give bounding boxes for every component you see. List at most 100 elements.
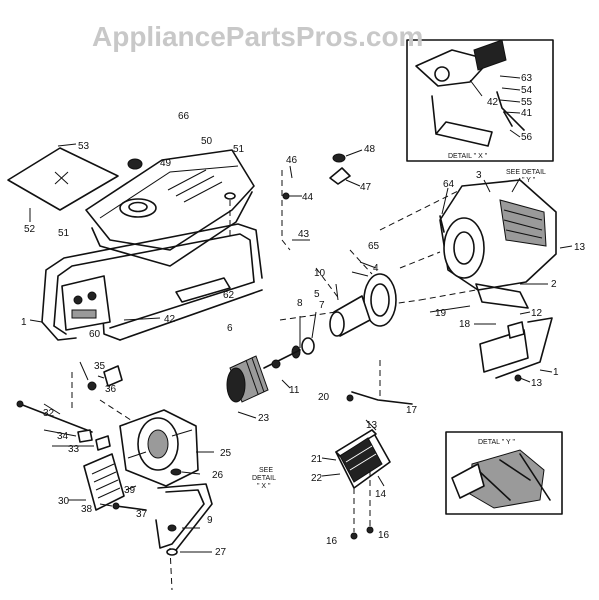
part-label-14: 14	[375, 489, 387, 500]
part-12-clip	[507, 321, 525, 339]
part-label-51-top: 51	[233, 144, 245, 155]
part-11-bolt	[263, 349, 301, 369]
engine-dashes	[379, 251, 477, 400]
fuel-tank-lower	[91, 191, 253, 267]
part-label-13-mount: 13	[531, 378, 543, 389]
end-cover-body	[83, 453, 125, 511]
fuel-hardware-leaders	[288, 149, 363, 241]
control-panel-breaker	[71, 309, 97, 319]
part-label-17: 17	[406, 405, 418, 416]
fuel-hardware	[281, 149, 363, 251]
control-panel-sheet	[7, 143, 119, 222]
part-5-end	[329, 311, 345, 337]
frame-top-rail	[41, 223, 263, 323]
part-label-25: 25	[220, 448, 232, 459]
end-bell	[16, 361, 214, 487]
part-label-33: 33	[68, 444, 80, 455]
part-label-13-harness: 13	[366, 420, 378, 431]
part-32-head	[16, 400, 24, 408]
detail-y-engine-part	[469, 449, 545, 509]
part-label-43: 43	[298, 229, 310, 240]
part-4-inner	[370, 283, 390, 317]
part-label-64: 64	[443, 179, 455, 190]
leader-53	[57, 143, 77, 147]
part-label-47: 47	[360, 182, 372, 193]
panel-sheet-mark	[54, 171, 69, 185]
part-label-50: 50	[201, 136, 213, 147]
part-label-39: 39	[124, 485, 136, 496]
detail-y-caption: DETAL " Y "	[478, 439, 516, 446]
engine-fins	[503, 209, 543, 239]
watermark: AppliancePartsPros.com	[92, 21, 423, 52]
detail-y-frame	[445, 431, 563, 515]
part-36-clip	[103, 365, 123, 387]
part-33-plate	[95, 435, 111, 451]
part-label-51-left: 51	[58, 228, 70, 239]
engine-flywheel-hub	[453, 231, 475, 265]
part-label-34: 34	[57, 431, 69, 442]
part-label-53: 53	[78, 141, 90, 152]
fuel-cap-inner	[128, 201, 148, 213]
handle-dash	[169, 547, 173, 591]
part-label-7: 7	[319, 300, 325, 311]
part-16a-screw	[350, 532, 358, 540]
part-label-44: 44	[302, 192, 314, 203]
part-label-21: 21	[311, 454, 323, 465]
control-panel-outlet-2	[87, 291, 97, 301]
see-detail-y-line2: " Y "	[522, 177, 536, 184]
part-label-5: 5	[314, 289, 320, 300]
part-label-6: 6	[227, 323, 233, 334]
part-label-27: 27	[215, 547, 227, 558]
part-label-48: 48	[364, 144, 376, 155]
part-label-55: 55	[521, 97, 533, 108]
part-label-38: 38	[81, 504, 93, 515]
detail-x-fuel-tank-corner	[415, 49, 491, 87]
end-cover-louvers	[91, 463, 121, 499]
part-32-bolt	[19, 403, 93, 433]
part-35-grommet	[87, 381, 97, 391]
mount-leaders	[519, 369, 553, 383]
leader-13a	[365, 419, 377, 431]
part-label-22: 22	[311, 473, 323, 484]
part-label-1-left: 1	[21, 317, 27, 328]
detail-x-link	[496, 91, 525, 131]
part-label-8: 8	[297, 298, 303, 309]
part-37-screw	[115, 505, 147, 511]
control-box-top	[335, 429, 377, 457]
fuel-tank	[85, 149, 255, 267]
part-label-11: 11	[289, 385, 300, 396]
lower-handle	[155, 483, 213, 591]
part-9-washer	[167, 524, 177, 532]
detail-x-caption: DETAIL " X "	[448, 153, 488, 160]
part-label-54: 54	[521, 85, 533, 96]
part-label-46: 46	[286, 155, 298, 166]
part-6-stator-lines	[245, 357, 265, 395]
control-box	[321, 429, 391, 540]
part-label-18: 18	[459, 319, 471, 330]
frame-front-foot	[41, 321, 77, 341]
part-6-stator-face	[226, 367, 246, 403]
part-label-63: 63	[521, 73, 533, 84]
part-label-42-detail: 42	[487, 97, 499, 108]
part-label-65: 65	[368, 241, 380, 252]
engine	[379, 177, 573, 400]
part-label-1-right: 1	[553, 367, 559, 378]
part-label-66: 66	[178, 111, 190, 122]
part-64-wire	[439, 215, 445, 233]
frame-inner-rail	[53, 233, 255, 327]
end-bell-ribs	[127, 429, 193, 459]
alternator-dashes	[279, 189, 461, 321]
detail-x-inset: 63 54 55 41 42 56 DETAIL " X "	[406, 39, 554, 162]
part-labels: 53 52 66 49 50 51 51 46 44 48 47 43 62 1…	[21, 111, 586, 558]
part-23-wire	[237, 411, 257, 419]
part-16b-screw	[366, 526, 374, 534]
part-label-49: 49	[160, 158, 172, 169]
see-detail-x-line2: DETAIL	[252, 475, 276, 482]
control-box-dashes	[353, 470, 371, 532]
part-34-plate	[77, 429, 93, 443]
part-47-valve	[329, 167, 351, 185]
frame	[29, 223, 263, 341]
end-bell-bearing	[147, 429, 169, 459]
part-label-12: 12	[531, 308, 543, 319]
